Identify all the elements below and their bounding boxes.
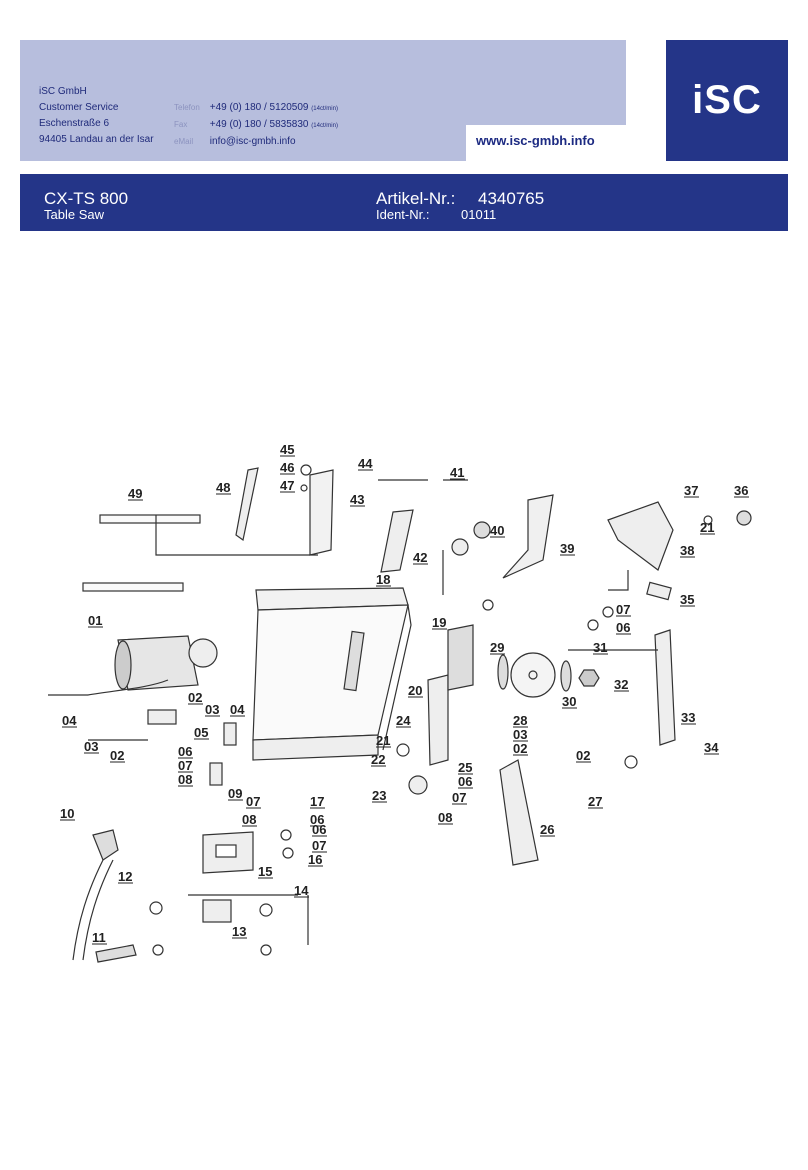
contact-block: Telefon +49 (0) 180 / 5120509 (14ct/min)… <box>174 100 338 150</box>
phone-note: (14ct/min) <box>311 106 338 112</box>
part-label-14: 14 <box>294 883 309 898</box>
website-link[interactable]: www.isc-gmbh.info <box>476 133 595 148</box>
part-label-43: 43 <box>350 492 364 507</box>
article-number: 4340765 <box>478 189 545 208</box>
part-label-37: 37 <box>684 483 698 498</box>
part-label-04: 04 <box>62 713 77 728</box>
part-label-03: 03 <box>205 702 219 717</box>
company-city: 94405 Landau an der Isar <box>39 134 154 145</box>
phone-label: Telefon <box>174 103 200 112</box>
fax-note: (14ct/min) <box>311 123 338 129</box>
isc-logo: iSC <box>666 40 788 161</box>
email-label: eMail <box>174 137 194 146</box>
company-name: iSC GmbH <box>39 86 87 97</box>
part-label-24: 24 <box>396 713 411 728</box>
part-label-07: 07 <box>312 838 326 853</box>
part-label-27: 27 <box>588 794 602 809</box>
website-tab <box>466 125 626 161</box>
part-label-46: 46 <box>280 460 294 475</box>
part-label-07: 07 <box>452 790 466 805</box>
part-label-08: 08 <box>178 772 192 787</box>
product-model: CX-TS 800 <box>44 189 129 208</box>
ident-label: Ident-Nr.: <box>376 207 430 222</box>
part-label-39: 39 <box>560 541 574 556</box>
phone-row: Telefon +49 (0) 180 / 5120509 (14ct/min) <box>174 100 338 117</box>
part-label-17: 17 <box>310 794 324 809</box>
part-label-16: 16 <box>308 852 322 867</box>
product-description: Table Saw <box>44 207 104 222</box>
part-label-25: 25 <box>458 760 472 775</box>
part-label-23: 23 <box>372 788 386 803</box>
part-label-11: 11 <box>92 930 106 945</box>
part-label-07: 07 <box>246 794 260 809</box>
part-label-32: 32 <box>614 677 628 692</box>
part-label-04: 04 <box>230 702 245 717</box>
part-label-03: 03 <box>513 727 527 742</box>
part-label-21: 21 <box>700 520 714 535</box>
part-label-03: 03 <box>84 739 98 754</box>
company-address: iSC GmbH Customer Service Eschenstraße 6… <box>39 84 154 148</box>
part-label-45: 45 <box>280 442 294 457</box>
fax-row: Fax +49 (0) 180 / 5835830 (14ct/min) <box>174 117 338 134</box>
part-label-34: 34 <box>704 740 719 755</box>
part-label-49: 49 <box>128 486 142 501</box>
product-band: CX-TS 800 Table Saw Artikel-Nr.: 4340765… <box>20 174 788 231</box>
fax-number: +49 (0) 180 / 5835830 <box>209 119 309 130</box>
part-label-02: 02 <box>188 690 202 705</box>
company-street: Eschenstraße 6 <box>39 118 110 129</box>
part-label-22: 22 <box>371 752 385 767</box>
part-label-42: 42 <box>413 550 427 565</box>
email-row: eMail info@isc-gmbh.info <box>174 134 338 150</box>
part-label-02: 02 <box>110 748 124 763</box>
part-label-35: 35 <box>680 592 694 607</box>
part-label-10: 10 <box>60 806 74 821</box>
part-label-09: 09 <box>228 786 242 801</box>
part-label-07: 07 <box>178 758 192 773</box>
article-label: Artikel-Nr.: <box>376 189 456 208</box>
part-label-02: 02 <box>576 748 590 763</box>
part-label-29: 29 <box>490 640 504 655</box>
part-label-26: 26 <box>540 822 554 837</box>
part-label-21: 21 <box>376 733 390 748</box>
part-label-40: 40 <box>490 523 504 538</box>
part-label-44: 44 <box>358 456 373 471</box>
company-department: Customer Service <box>39 102 119 113</box>
part-label-19: 19 <box>432 615 446 630</box>
part-label-20: 20 <box>408 683 422 698</box>
part-label-47: 47 <box>280 478 294 493</box>
diagram-drawing <box>48 464 752 963</box>
part-label-06: 06 <box>310 812 324 827</box>
part-label-12: 12 <box>118 869 132 884</box>
part-label-06: 06 <box>312 822 326 837</box>
part-label-48: 48 <box>216 480 230 495</box>
part-label-15: 15 <box>258 864 272 879</box>
part-label-07: 07 <box>616 602 630 617</box>
part-label-41: 41 <box>450 465 464 480</box>
part-label-06: 06 <box>458 774 472 789</box>
phone-number: +49 (0) 180 / 5120509 <box>209 102 309 113</box>
part-label-01: 01 <box>88 613 102 628</box>
ident-number: 01011 <box>461 207 497 222</box>
part-label-30: 30 <box>562 694 576 709</box>
part-label-33: 33 <box>681 710 695 725</box>
part-label-28: 28 <box>513 713 527 728</box>
part-label-13: 13 <box>232 924 246 939</box>
part-label-06: 06 <box>178 744 192 759</box>
fax-label: Fax <box>174 120 188 129</box>
part-label-06: 06 <box>616 620 630 635</box>
part-label-08: 08 <box>242 812 256 827</box>
part-label-05: 05 <box>194 725 208 740</box>
part-label-36: 36 <box>734 483 748 498</box>
part-label-31: 31 <box>593 640 607 655</box>
part-label-08: 08 <box>438 810 452 825</box>
part-label-18: 18 <box>376 572 390 587</box>
part-label-38: 38 <box>680 543 694 558</box>
part-label-02: 02 <box>513 741 527 756</box>
email-address[interactable]: info@isc-gmbh.info <box>209 136 296 147</box>
